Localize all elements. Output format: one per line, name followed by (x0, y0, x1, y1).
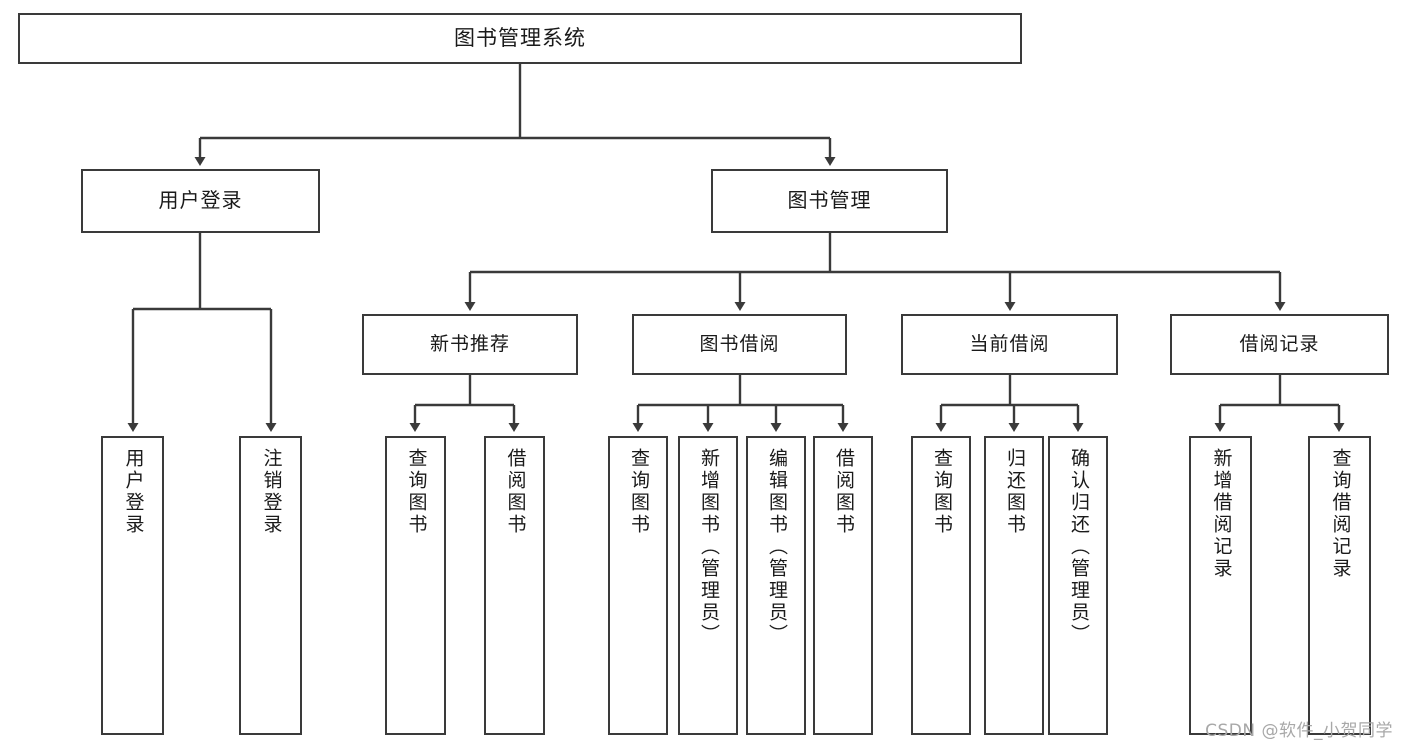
node-book-management[interactable]: 图书管理 (711, 169, 948, 233)
leaf-node[interactable]: 确认归还（管理员） (1048, 436, 1108, 735)
node-new-book-recommend[interactable]: 新书推荐 (362, 314, 578, 375)
node-book-management-label: 图书管理 (787, 188, 872, 213)
leaf-node-label: 查询图书 (627, 448, 650, 536)
leaf-node[interactable]: 借阅图书 (813, 436, 873, 735)
leaf-node-label: 注销登录 (260, 448, 283, 536)
leaf-node[interactable]: 借阅图书 (484, 436, 545, 735)
leaf-node[interactable]: 用户登录 (101, 436, 164, 735)
leaf-node-label: 借阅图书 (832, 448, 855, 536)
node-user-login-label: 用户登录 (158, 188, 243, 213)
leaf-node-label: 确认归还（管理员） (1067, 448, 1090, 646)
leaf-node[interactable]: 查询借阅记录 (1308, 436, 1371, 735)
leaf-node-label: 新增图书（管理员） (697, 448, 720, 646)
node-borrow-records[interactable]: 借阅记录 (1170, 314, 1389, 375)
leaf-node[interactable]: 编辑图书（管理员） (746, 436, 806, 735)
leaf-node-label: 归还图书 (1003, 448, 1026, 536)
leaf-node[interactable]: 查询图书 (608, 436, 668, 735)
leaf-node[interactable]: 归还图书 (984, 436, 1044, 735)
node-current-borrow-label: 当前借阅 (969, 333, 1050, 356)
node-current-borrow[interactable]: 当前借阅 (901, 314, 1118, 375)
leaf-node-label: 查询图书 (405, 448, 428, 536)
node-borrow-records-label: 借阅记录 (1239, 333, 1320, 356)
node-book-borrow-label: 图书借阅 (699, 333, 780, 356)
leaf-node-label: 编辑图书（管理员） (765, 448, 788, 646)
leaf-node-label: 查询借阅记录 (1329, 448, 1352, 580)
node-new-book-recommend-label: 新书推荐 (429, 333, 510, 356)
leaf-node-label: 用户登录 (122, 448, 145, 536)
leaf-node-label: 查询图书 (930, 448, 953, 536)
node-root-system-label: 图书管理系统 (454, 26, 586, 51)
leaf-node-label: 借阅图书 (504, 448, 527, 536)
leaf-node[interactable]: 查询图书 (911, 436, 971, 735)
node-user-login[interactable]: 用户登录 (81, 169, 320, 233)
node-root-system[interactable]: 图书管理系统 (18, 13, 1022, 64)
leaf-node[interactable]: 注销登录 (239, 436, 302, 735)
leaf-node-label: 新增借阅记录 (1210, 448, 1233, 580)
leaf-node[interactable]: 新增借阅记录 (1189, 436, 1252, 735)
leaf-node[interactable]: 新增图书（管理员） (678, 436, 738, 735)
leaf-node[interactable]: 查询图书 (385, 436, 446, 735)
node-book-borrow[interactable]: 图书借阅 (632, 314, 847, 375)
